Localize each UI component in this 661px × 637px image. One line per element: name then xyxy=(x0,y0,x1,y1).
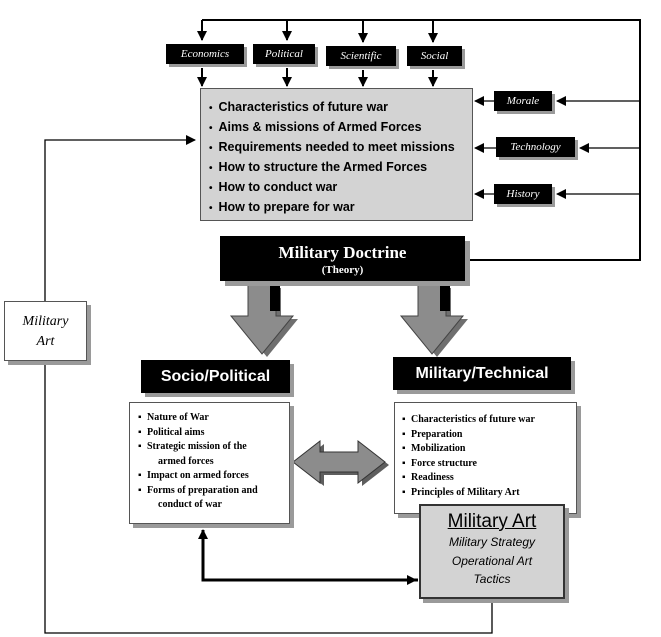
doctrine-item: How to prepare for war xyxy=(209,198,472,218)
side-factor-arrows xyxy=(474,96,496,199)
doctrine-title: Military Doctrine xyxy=(278,243,407,262)
technical-item: ▪Preparation xyxy=(402,428,463,440)
socio-item: ▪Forms of preparation and xyxy=(138,484,258,496)
technical-item: ▪Readiness xyxy=(402,472,454,483)
technical-item: ▪Principles of Military Art xyxy=(402,486,520,498)
factor-political: Political xyxy=(253,44,315,64)
side-factor-feed xyxy=(556,96,640,199)
socio-item: ▪Impact on armed forces xyxy=(138,470,249,481)
factor-technology: Technology xyxy=(496,137,575,157)
factor-morale: Morale xyxy=(494,91,552,111)
factor-history: History xyxy=(494,184,552,204)
socio-political-box: ▪Nature of War ▪Political aims ▪Strategi… xyxy=(129,402,290,524)
military-doctrine-block: Military Doctrine (Theory) xyxy=(220,236,465,281)
down-arrow-right xyxy=(399,283,468,357)
factor-economics: Economics xyxy=(166,44,244,64)
socio-item: ▪Strategic mission of the xyxy=(138,441,247,452)
military-art-side-line2: Art xyxy=(36,334,55,349)
doctrine-item: Requirements needed to meet missions xyxy=(209,138,472,158)
military-art-line: Operational Art xyxy=(451,553,533,568)
military-art-box: Military Art Military Strategy Operation… xyxy=(419,504,565,599)
military-art-line: Tactics xyxy=(473,572,511,586)
doctrine-subtitle: (Theory) xyxy=(321,264,364,276)
socio-item-continuation: armed forces xyxy=(158,455,214,467)
doctrine-item: Characteristics of future war xyxy=(209,98,472,118)
socio-item: ▪Nature of War xyxy=(138,412,209,423)
factor-arrows xyxy=(197,68,438,87)
down-arrow-left xyxy=(229,283,298,357)
doctrine-content-box: Characteristics of future war Aims & mis… xyxy=(200,88,473,221)
military-art-title: Military Art xyxy=(447,511,537,532)
top-feedback-loop xyxy=(197,19,641,261)
socio-art-link xyxy=(198,529,418,585)
socio-item: ▪Political aims xyxy=(138,426,205,438)
technical-item: ▪Force structure xyxy=(402,457,477,469)
military-technical-box: ▪Characteristics of future war ▪Preparat… xyxy=(394,402,577,514)
military-art-side-line1: Military xyxy=(22,314,69,329)
doctrine-item: Aims & missions of Armed Forces xyxy=(209,118,472,138)
socio-political-title: Socio/Political xyxy=(141,360,290,393)
military-art-line: Military Strategy xyxy=(448,535,536,549)
socio-item-continuation: conduct of war xyxy=(158,499,222,510)
technical-item: ▪Mobilization xyxy=(402,443,466,454)
factor-social: Social xyxy=(407,46,462,66)
left-feedback-loop xyxy=(44,135,493,634)
factor-scientific: Scientific xyxy=(326,46,396,66)
doctrine-item: How to conduct war xyxy=(209,178,472,198)
military-technical-title: Military/Technical xyxy=(393,357,571,390)
technical-item: ▪Characteristics of future war xyxy=(402,414,535,425)
double-arrow xyxy=(292,439,389,486)
doctrine-item: How to structure the Armed Forces xyxy=(209,158,472,178)
military-art-side-label: Military Art xyxy=(4,301,87,361)
